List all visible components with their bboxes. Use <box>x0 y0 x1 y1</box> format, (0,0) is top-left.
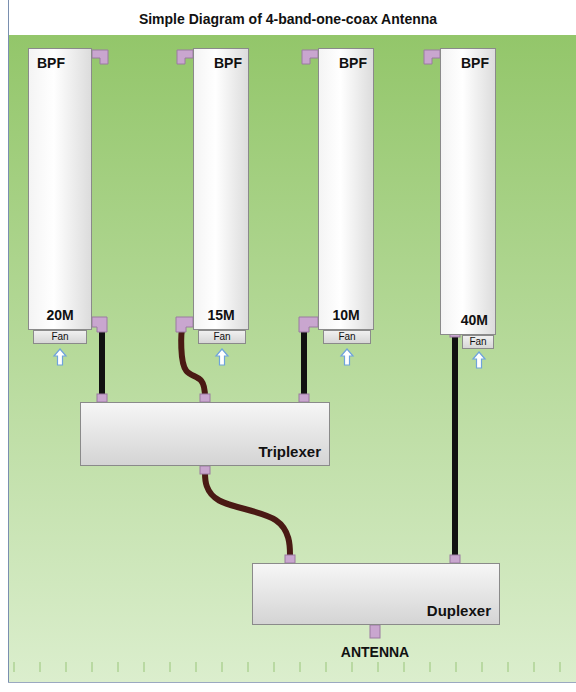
box-label: Fan <box>51 331 68 343</box>
ground-tick <box>403 662 405 672</box>
ground-tick <box>273 662 275 672</box>
triplexer-box: Triplexer <box>80 402 330 466</box>
antenna-label: ANTENNA <box>341 644 409 660</box>
frame-line <box>8 0 9 682</box>
ground-tick <box>377 662 379 672</box>
filter-label: BPF <box>461 55 489 71</box>
fan-box: Fan <box>33 330 87 344</box>
diagram-title: Simple Diagram of 4-band-one-coax Antenn… <box>0 11 576 27</box>
background-panel <box>8 35 576 682</box>
fan-box: Fan <box>323 330 371 344</box>
frame-line <box>8 682 576 683</box>
ground-ticks <box>14 662 560 672</box>
filter-box: BPF 15M <box>193 48 249 330</box>
ground-tick <box>169 662 171 672</box>
box-label: Fan <box>469 336 486 348</box>
box-label: Fan <box>213 331 230 343</box>
airflow-arrow <box>54 349 485 368</box>
ground-tick <box>299 662 301 672</box>
ground-tick <box>13 662 15 672</box>
ground-tick <box>39 662 41 672</box>
fan-box: Fan <box>462 335 494 349</box>
box-label: Fan <box>338 331 355 343</box>
fan-box: Fan <box>198 330 246 344</box>
ground-tick <box>481 662 483 672</box>
filter-drawing <box>42 80 485 290</box>
ground-tick <box>221 662 223 672</box>
box-label: 10M <box>319 307 373 323</box>
filter-box: BPF 10M <box>318 48 374 330</box>
filter-box: BPF 40M <box>440 48 496 335</box>
filter-label: BPF <box>339 55 367 71</box>
ground-tick <box>91 662 93 672</box>
ground-tick <box>117 662 119 672</box>
duplexer-box: Duplexer <box>252 563 500 625</box>
filter-box: BPF 20M <box>28 48 92 330</box>
coax-cable <box>92 322 102 402</box>
coax-cable <box>205 466 290 563</box>
ground-tick <box>325 662 327 672</box>
ground-tick <box>143 662 145 672</box>
coax-cable <box>452 335 458 563</box>
box-label: Triplexer <box>258 443 321 461</box>
ground-tick <box>195 662 197 672</box>
ground-tick <box>507 662 509 672</box>
ground-tick <box>455 662 457 672</box>
coax-cable <box>304 322 318 402</box>
filter-label: BPF <box>37 55 65 71</box>
box-label: 40M <box>461 312 488 328</box>
filter-label: BPF <box>214 55 242 71</box>
ground-tick <box>351 662 353 672</box>
box-label: Duplexer <box>427 602 491 620</box>
coax-connector <box>92 50 460 638</box>
ground-tick <box>247 662 249 672</box>
ground-tick <box>429 662 431 672</box>
box-label: 15M <box>194 307 248 323</box>
ground-tick <box>65 662 67 672</box>
box-label: 20M <box>29 307 91 323</box>
ground-tick <box>533 662 535 672</box>
ground-tick <box>559 662 561 672</box>
